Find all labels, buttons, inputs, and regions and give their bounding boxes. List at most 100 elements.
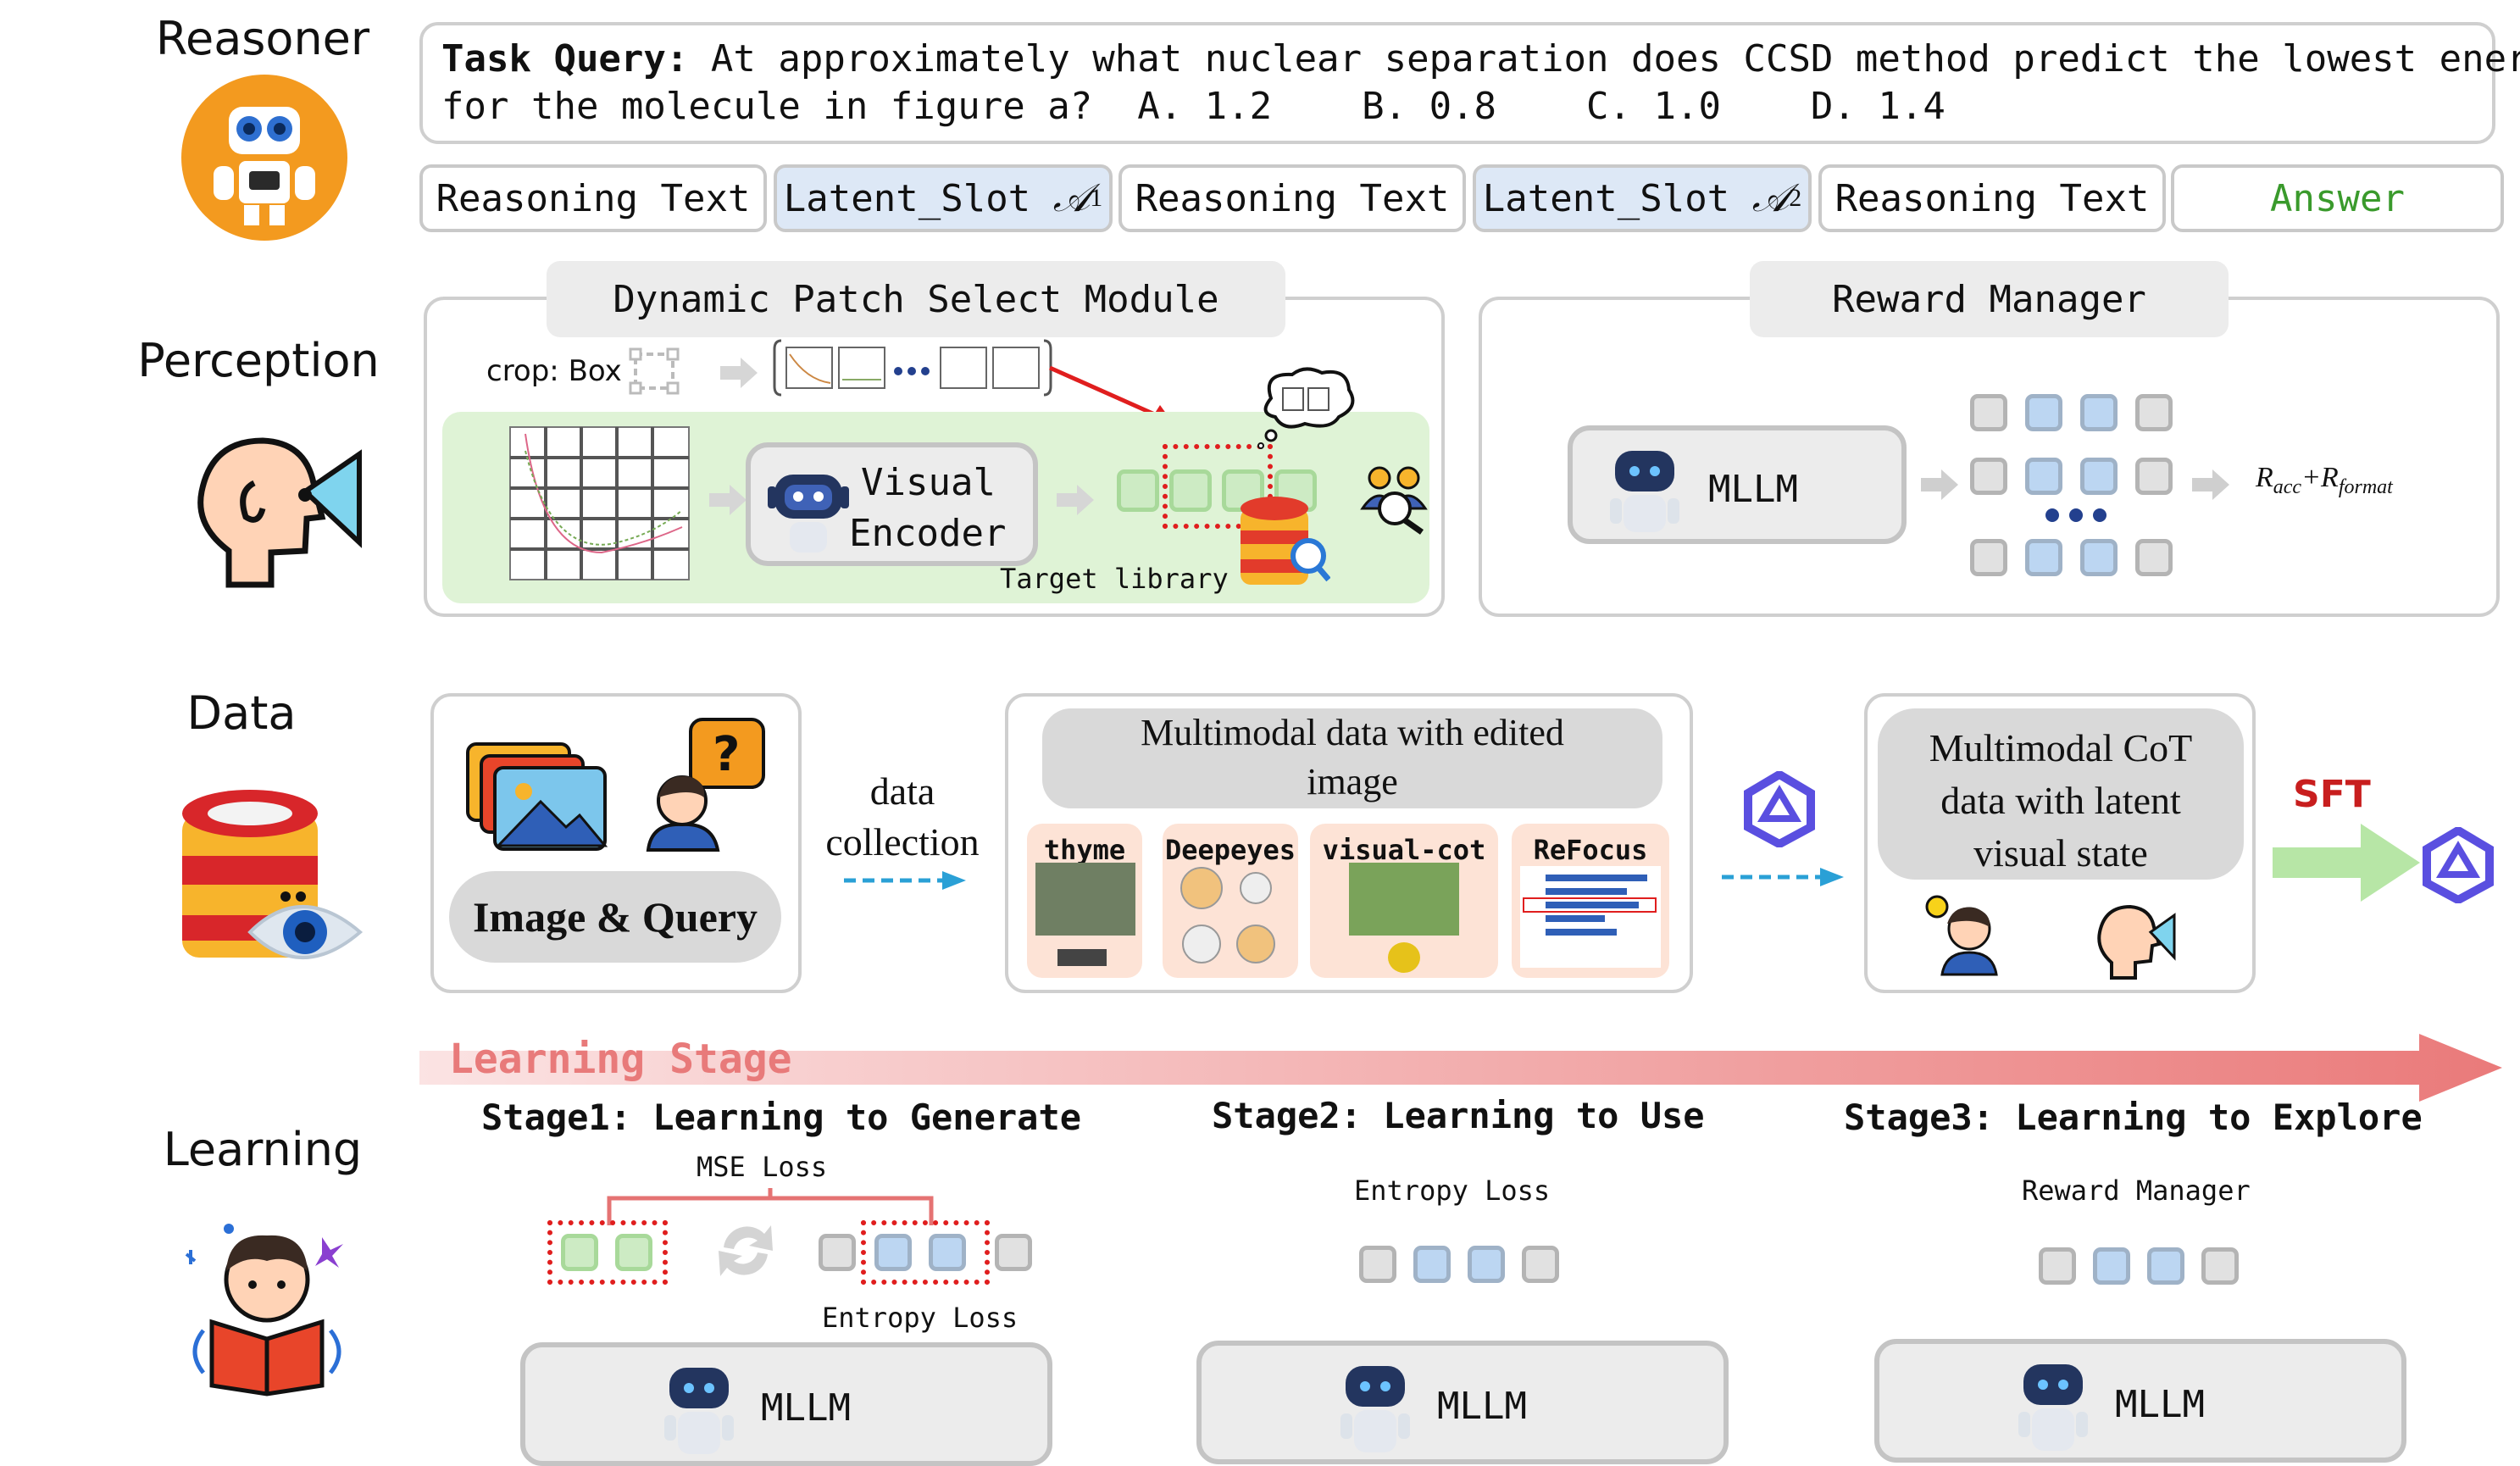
task-query-text-line2: for the molecule in figure a? A. 1.2 B. … [441,85,1946,128]
reasoning-text-chip-3: Reasoning Text [1818,164,2166,232]
ellipsis-icon [2045,508,2106,522]
grey-arrow-icon [720,358,758,388]
chart-thumbnail [509,426,690,580]
selected-patch-highlight [1163,444,1273,529]
dataset-sample-chart [1520,866,1661,968]
mllm-block-stage2: MLLM [1196,1341,1729,1464]
answer-chip: Answer [2171,164,2504,232]
row-label-perception: Perception [137,334,380,387]
mse-loss-label: MSE Loss [697,1151,828,1183]
dataset-sample-image [1349,863,1459,936]
dataset-name-deepeyes: Deepeyes [1164,834,1296,866]
database-eye-icon [182,790,364,959]
token-grey [2201,1247,2239,1285]
dataset-sample-image [1180,867,1275,963]
head-perception-small-icon [2097,904,2176,980]
entropy-loss-label-stage2: Entropy Loss [1354,1174,1551,1207]
student-reading-icon [185,1224,343,1397]
cot-data-title: Multimodal CoT data with latent visual s… [1878,708,2244,880]
dataset-card-visual-cot: visual-cot [1310,824,1498,978]
robot-encoder-icon [768,475,849,553]
patch-token [1117,469,1159,512]
model-logo-icon-2 [2423,827,2494,903]
token-grey [2039,1247,2076,1285]
crop-box-icon [629,347,680,395]
token-grey [1970,394,2007,431]
entropy-loss-label-stage1: Entropy Loss [822,1302,1019,1334]
sft-label: SFT [2293,773,2371,816]
task-query-text-line1: At approximately what nuclear separation… [710,37,2520,81]
multimodal-line1: Multimodal data with edited [1141,712,1564,753]
dataset-name-visual-cot: visual-cot [1322,834,1486,866]
multimodal-data-title: Multimodal data with edited image [1042,708,1662,808]
row-label-reasoner: Reasoner [155,12,370,65]
multimodal-line2: image [1307,761,1398,802]
latent-slot-symbol-1: 𝒜 [1052,175,1091,219]
blue-dashed-arrow-2 [1722,868,1844,886]
grey-arrow-icon-4 [1921,469,1958,500]
cot-line3: visual state [1973,831,2148,875]
token-grey [1522,1246,1559,1283]
task-query-label: Task Query: [441,37,689,81]
reasoning-text-chip-1: Reasoning Text [419,164,767,232]
token-grey [1970,539,2007,576]
latent-slot-label-1: Latent_Slot [783,176,1031,220]
reward-manager-title: Reward Manager [1750,261,2229,337]
token-blue [1468,1246,1505,1283]
latent-slot-symbol-2: 𝒜 [1751,175,1790,219]
token-blue [2025,394,2062,431]
token-grey [1359,1246,1396,1283]
head-perception-icon [197,437,362,588]
token-green [615,1234,652,1271]
dataset-card-deepeyes: Deepeyes [1163,824,1298,978]
image-stack-icon [466,742,608,851]
thinking-person-icon [1925,895,1998,976]
target-latent-box [861,1220,990,1285]
robot-mllm-icon [1340,1366,1410,1452]
patch-token [1169,469,1212,512]
token-blue [1413,1246,1451,1283]
blue-dashed-arrow [844,871,966,890]
dataset-sample-crop [1057,949,1107,966]
visual-encoder-line1: Visual [861,461,996,504]
svg-text:?: ? [713,727,740,782]
token-green [561,1234,598,1271]
token-blue [929,1234,966,1271]
swap-icon [719,1225,773,1276]
grey-arrow-icon-5 [2192,469,2229,500]
robot-mllm-icon [1610,451,1679,532]
grey-arrow-icon-3 [1057,485,1094,515]
token-blue [2093,1247,2130,1285]
task-query-box: Task Query: At approximately what nuclea… [419,22,2520,144]
token-grey [995,1234,1032,1271]
learning-stage-label: Learning Stage [449,1036,792,1083]
token-grey [2135,394,2173,431]
target-library-icon [1241,497,1330,585]
latent-slot-subscript-1: 1 [1090,184,1103,212]
cropped-patches-strip [773,339,1052,397]
latent-slot-label-2: Latent_Slot [1482,176,1730,220]
row-label-learning: Learning [163,1123,363,1176]
mllm-label-stage1: MLLM [761,1386,851,1430]
dataset-sample-image [1035,863,1135,936]
token-grey [2135,458,2173,495]
dataset-card-refocus: ReFocus [1512,824,1669,978]
token-blue [2025,539,2062,576]
cot-line2: data with latent [1940,779,2181,822]
thought-bubble-icon [1257,367,1355,449]
dataset-name-thyme: thyme [1043,834,1126,866]
visual-encoder-block: Visual Encoder [746,442,1038,566]
mllm-label-stage2: MLLM [1437,1385,1527,1428]
mllm-block-stage3: MLLM [1874,1339,2406,1463]
reasoning-text-chip-2: Reasoning Text [1118,164,1466,232]
person-question-icon: ? [646,718,765,852]
people-search-icon [1360,466,1428,535]
token-blue [2025,458,2062,495]
latent-slot-subscript-2: 2 [1789,184,1802,212]
stage2-title: Stage2: Learning to Use [1212,1095,1705,1136]
mllm-block-stage1: MLLM [520,1342,1052,1466]
token-grey [2135,539,2173,576]
mse-bracket [607,1188,934,1225]
patch-select-title: Dynamic Patch Select Module [547,261,1285,337]
